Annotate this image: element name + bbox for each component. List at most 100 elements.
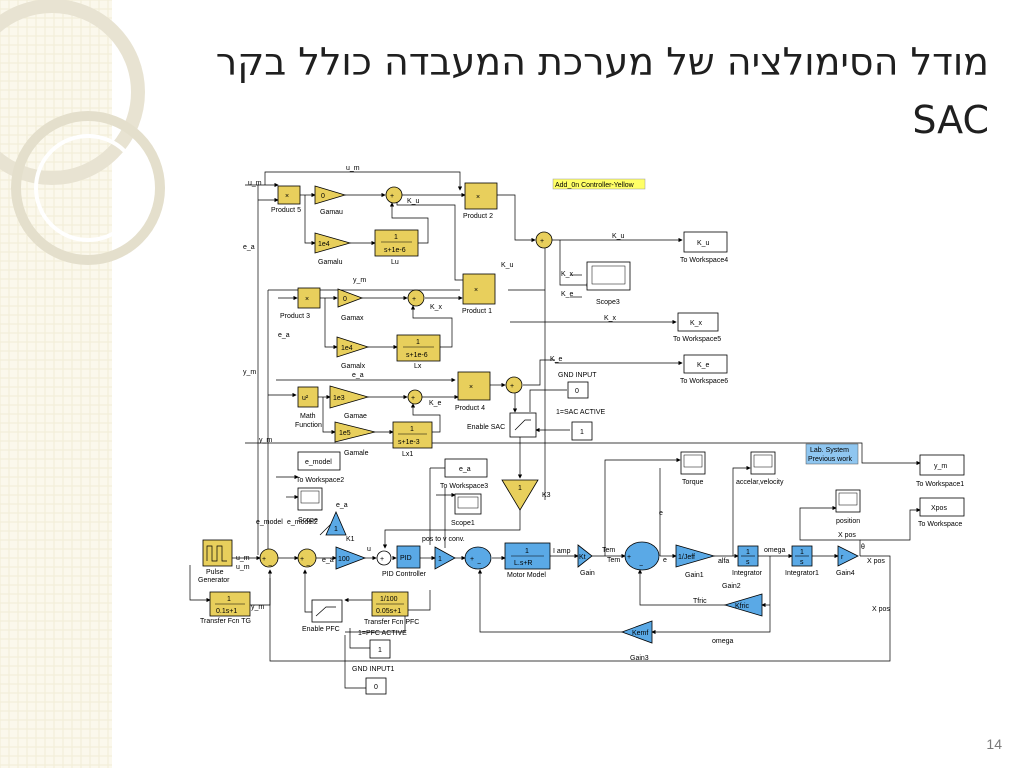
lx1-transfer-fcn[interactable]: 1 s+1e-3: [392, 421, 433, 449]
gain4-radius[interactable]: r: [837, 545, 859, 567]
emodel-workspace[interactable]: e_model: [297, 451, 341, 471]
pulse-generator[interactable]: [202, 539, 233, 567]
scope1[interactable]: [454, 493, 482, 515]
sum-ref-minus: −: [268, 563, 272, 570]
gamale-value: 1e5: [339, 430, 351, 437]
product4-symbol: ×: [469, 384, 473, 391]
sum-error[interactable]: + −: [297, 548, 317, 570]
gamax-gain[interactable]: 0: [337, 288, 364, 308]
enable-pfc-switch[interactable]: [311, 599, 343, 623]
sig-tfric: Tfric: [693, 598, 707, 605]
motor-model[interactable]: 1 L.s+R: [504, 542, 551, 570]
k3-gain[interactable]: 1: [501, 479, 539, 511]
sum-u[interactable]: +: [376, 550, 392, 566]
sum-volt-plus: +: [470, 556, 474, 563]
sig-ea3: e_a: [336, 502, 348, 509]
gnd-input-const[interactable]: 0: [567, 381, 589, 399]
product5-block[interactable]: ×: [277, 185, 301, 205]
ym-workspace[interactable]: y_m: [919, 454, 965, 476]
scope[interactable]: [297, 487, 323, 511]
motor-num: 1: [525, 548, 529, 555]
sum-ku[interactable]: +: [385, 186, 403, 204]
enable-pfc-label: Enable PFC: [302, 626, 340, 633]
pfc-tfn-label: Transfer Fcn PFC: [364, 619, 419, 626]
sig-theta: θ: [861, 544, 865, 551]
k1-value: 1: [334, 526, 338, 533]
sig-ea2: e_a: [278, 332, 290, 339]
page-number: 14: [986, 736, 1002, 752]
jeff-gain[interactable]: 1/Jeff: [675, 544, 716, 568]
kt-gain[interactable]: Kt: [577, 544, 593, 568]
sum-kx-sign: +: [412, 296, 416, 303]
gamalx-gain[interactable]: 1e4: [336, 336, 370, 358]
lx-num: 1: [416, 339, 420, 346]
enable-sac-label: Enable SAC: [467, 424, 505, 431]
gnd-input1-value: 0: [374, 684, 378, 691]
sum-err-minus: −: [306, 563, 310, 570]
ea-workspace[interactable]: e_a: [444, 458, 488, 478]
xpos-workspace[interactable]: Xpos: [919, 497, 965, 517]
sum-voltage[interactable]: + −: [464, 546, 492, 570]
int-num: 1: [746, 549, 750, 556]
sac-active-value: 1: [580, 429, 584, 436]
product4-block[interactable]: ×: [457, 371, 491, 401]
math-function-value: u²: [302, 395, 309, 402]
sig-emodel: e_model: [256, 519, 283, 526]
product3-block[interactable]: ×: [297, 287, 321, 309]
sac-active-label: 1=SAC ACTIVE: [556, 409, 606, 416]
scope3[interactable]: [586, 261, 631, 291]
pfc-active-const[interactable]: 1: [369, 639, 391, 659]
sum-volt-minus: −: [477, 561, 481, 568]
gamau-gain[interactable]: 0: [314, 185, 347, 205]
lx-label: Lx: [414, 363, 422, 370]
transfer-fcn-tg[interactable]: 1 0.1s+1: [209, 591, 251, 617]
sum-kx[interactable]: +: [407, 289, 425, 307]
kx-ws-value: K_x: [690, 320, 703, 327]
sum-product4[interactable]: +: [505, 376, 523, 394]
lx-transfer-fcn[interactable]: 1 s+1e-6: [396, 334, 441, 362]
kfric-gain[interactable]: Kfric: [723, 593, 763, 617]
scope3-label: Scope3: [596, 299, 620, 306]
kemf-gain[interactable]: Kemf: [620, 620, 653, 644]
ku-workspace[interactable]: K_u: [683, 231, 728, 253]
gain-1-conv[interactable]: 1: [434, 546, 456, 570]
kx-workspace[interactable]: K_x: [677, 312, 719, 332]
sum-adaptive[interactable]: +: [535, 231, 553, 249]
sum-torque[interactable]: + −: [624, 541, 660, 571]
sig-ea4: e_a: [322, 557, 334, 564]
sum-ke[interactable]: +: [407, 389, 423, 405]
k3-value: 1: [518, 485, 522, 492]
transfer-fcn-pfc[interactable]: 1/100 0.05s+1: [371, 591, 409, 617]
sig-i-amp: I amp: [553, 548, 571, 555]
motor-label: Motor Model: [507, 572, 546, 579]
ku-ws-value: K_u: [697, 240, 710, 247]
sum-reference[interactable]: + −: [259, 548, 279, 570]
lu-transfer-fcn[interactable]: 1 s+1e-6: [374, 229, 419, 257]
integrator[interactable]: 1 s: [737, 545, 759, 567]
gnd-input1-const[interactable]: 0: [365, 677, 387, 695]
sum-u-sign: +: [380, 556, 384, 563]
position-scope[interactable]: [835, 489, 861, 513]
product1-block[interactable]: ×: [462, 273, 496, 305]
sig-xpos3: X pos: [872, 606, 890, 613]
gamalu-gain[interactable]: 1e4: [314, 232, 352, 254]
gamale-gain[interactable]: 1e5: [334, 421, 376, 443]
product1-symbol: ×: [474, 287, 478, 294]
k1-gain[interactable]: 1: [325, 510, 347, 536]
gain2-label: Gain2: [722, 583, 741, 590]
product2-block[interactable]: ×: [464, 182, 498, 210]
sig-omega: omega: [764, 547, 786, 554]
torque-scope[interactable]: [680, 451, 706, 475]
math-function-block[interactable]: u²: [297, 386, 319, 408]
sac-active-const[interactable]: 1: [571, 421, 593, 441]
gain-100[interactable]: 100: [335, 546, 367, 570]
gamae-gain[interactable]: 1e3: [329, 385, 370, 409]
gain3-label: Gain3: [630, 655, 649, 662]
ws4-label: To Workspace4: [680, 257, 728, 264]
tfn-tg-label: Transfer Fcn TG: [200, 618, 251, 625]
enable-sac-switch[interactable]: [509, 412, 537, 438]
pid-controller[interactable]: PID: [396, 545, 421, 569]
accel-velocity-scope[interactable]: [750, 451, 776, 475]
ke-workspace[interactable]: K_e: [683, 354, 728, 374]
integrator1[interactable]: 1 s: [791, 545, 813, 567]
